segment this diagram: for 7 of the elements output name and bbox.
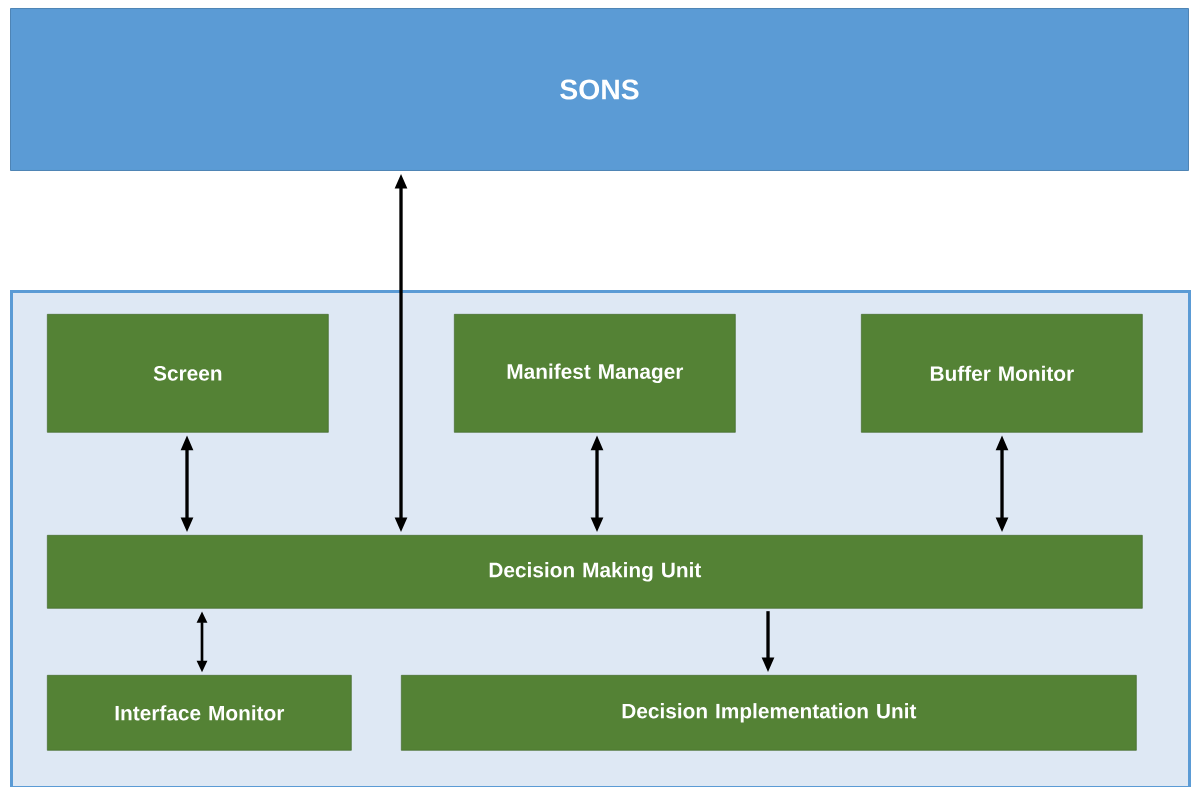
unit-box: Screen [47, 314, 329, 433]
unit-box: Interface Monitor [47, 675, 352, 751]
unit-box: Manifest Manager [454, 314, 736, 433]
unit-box: Decision Implementation Unit [401, 675, 1137, 751]
unit-box: Decision Making Unit [47, 535, 1143, 609]
title-banner: SONS [10, 8, 1189, 171]
unit-box: Buffer Monitor [861, 314, 1143, 433]
